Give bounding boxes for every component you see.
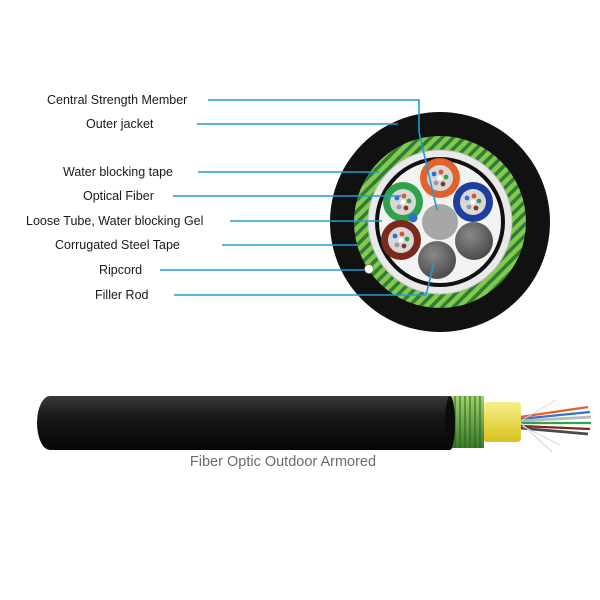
filler-rod-bottom [418, 241, 456, 279]
label-filler-rod: Filler Rod [95, 288, 149, 302]
exposed-fibers [519, 399, 592, 453]
loose-tube-blue [453, 182, 493, 222]
central-strength-member [422, 204, 458, 240]
component-labels: Central Strength Member Outer jacket Wat… [26, 93, 203, 302]
label-ripcord: Ripcord [99, 263, 142, 277]
jacket-cut-end [445, 396, 455, 450]
ripcord [364, 264, 374, 274]
cable-cross-section [330, 112, 550, 332]
leader-lines [160, 99, 438, 296]
caption: Fiber Optic Outdoor Armored [190, 454, 376, 470]
label-corrugated-steel-tape: Corrugated Steel Tape [55, 238, 180, 252]
label-central-strength-member: Central Strength Member [47, 93, 187, 107]
label-water-blocking-tape: Water blocking tape [63, 165, 173, 179]
outer-jacket-side [37, 396, 450, 450]
water-blocking-yarn-section [483, 402, 521, 442]
leader-filler-rod [174, 262, 435, 296]
cable-side-view [37, 396, 592, 453]
loose-tube-orange [420, 158, 460, 198]
label-outer-jacket: Outer jacket [86, 117, 154, 131]
label-loose-tube-gel: Loose Tube, Water blocking Gel [26, 214, 203, 228]
loose-tube-brown [381, 220, 421, 260]
water-blocking-gel-dot [408, 213, 418, 223]
leader-central-strength-member [208, 99, 438, 211]
label-optical-fiber: Optical Fiber [83, 189, 154, 203]
filler-rod-right [455, 222, 493, 260]
